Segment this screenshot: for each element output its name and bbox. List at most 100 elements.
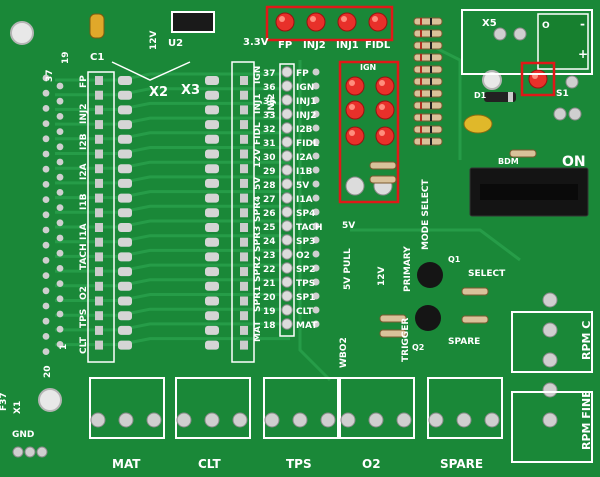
resistor-band [420, 18, 422, 25]
jumper-pin [118, 252, 132, 262]
connector-label: MAT [112, 457, 141, 471]
db37-connector-pads [42, 74, 64, 355]
row-label: FP [296, 69, 309, 79]
header-pad [312, 208, 320, 216]
connector-pad [456, 412, 472, 428]
resistor [461, 287, 489, 296]
resistor [413, 101, 443, 110]
jumper-pin [118, 164, 132, 174]
silk-d1: D1 [474, 91, 487, 100]
jumper-pin [118, 281, 132, 291]
row-label: FIDL [296, 139, 319, 149]
jumper-pin [205, 311, 219, 321]
row-label: TPS [296, 279, 315, 289]
header-pin [281, 108, 293, 120]
silk-fp-top: FP [278, 40, 292, 51]
row-label: SP1 [296, 293, 315, 303]
silk-i2a-lv: I2A [79, 163, 89, 180]
silk-spr1-v: SPR1 [253, 286, 263, 312]
silk-5v-v: 5V [253, 177, 263, 190]
jumper-pin [205, 340, 219, 350]
jumper-pin [118, 149, 132, 159]
row-label: I2B [296, 125, 313, 135]
db37-pad [56, 143, 64, 151]
jumper-pin [118, 105, 132, 115]
jumper-pin [118, 134, 132, 144]
resistor [413, 53, 443, 62]
led-highlight [341, 16, 347, 22]
resistor [413, 77, 443, 86]
connector-pad [232, 412, 248, 428]
connector-label: O2 [362, 457, 381, 471]
transistor-q1 [417, 262, 443, 288]
silk-mode-select: MODE SELECT [421, 179, 431, 250]
jumper-pin [118, 223, 132, 232]
pad [542, 382, 558, 398]
header-pin [281, 66, 293, 78]
silk-select: SELECT [468, 269, 506, 279]
header-pad [312, 250, 320, 258]
jumper-pin [118, 208, 132, 218]
led-highlight [379, 104, 385, 110]
jumper-pad [95, 325, 103, 335]
jumper-pad [240, 340, 248, 350]
x2-x3-silk [111, 61, 191, 81]
silk-primary: PRIMARY [403, 246, 413, 292]
resistor [413, 17, 443, 26]
resistor-band [420, 54, 422, 61]
jumper-pad [240, 178, 248, 188]
jumper-pad [240, 149, 248, 159]
header-pin [281, 94, 293, 106]
silk-inj1-v: INJ1 [253, 94, 263, 115]
led-red [375, 126, 395, 146]
resistor-band [420, 102, 422, 109]
silk-37: 37 [45, 69, 55, 82]
connector-label: CLT [198, 457, 221, 471]
resistor-band [420, 90, 422, 97]
db37-pad [56, 113, 64, 120]
connector-label: TPS [286, 457, 312, 471]
resistor [369, 161, 397, 170]
jumper-pin [205, 237, 219, 247]
header-outline [279, 63, 295, 337]
header-pin [281, 276, 293, 288]
db37-pad [42, 348, 50, 355]
row-number: 20 [263, 293, 276, 303]
resistor [413, 65, 443, 74]
row-label: I2A [296, 153, 313, 163]
ic-socket-slot [480, 184, 578, 200]
row-number: 36 [263, 83, 276, 93]
mounting-hole [482, 70, 502, 90]
silk-rpm-fine: RPM FINE [580, 390, 593, 450]
silk-spr4-v: SPR4 [253, 196, 263, 222]
silk-5v-mid: 5V [342, 221, 355, 231]
diode-d1-band [508, 92, 513, 102]
connector-pad [368, 412, 384, 428]
db37-pad [42, 257, 50, 264]
db37-pad [56, 341, 64, 348]
jumper-pin [205, 105, 219, 115]
jumper-pin [205, 223, 219, 232]
header-pin [281, 192, 293, 204]
pad [542, 352, 558, 368]
jumper-pin [118, 90, 132, 100]
silk-c1: C1 [90, 52, 104, 63]
db37-pad [42, 272, 50, 279]
db37-pad [42, 226, 50, 234]
silk-clt-lv: CLT [79, 336, 89, 354]
row-number: 29 [263, 167, 276, 177]
row-number: 27 [263, 195, 276, 205]
jumper-pad [240, 134, 248, 144]
resistor-band [430, 30, 432, 37]
silk-on: ON [562, 154, 586, 170]
silk-rpm-c: RPM C [580, 321, 593, 360]
connector-outline [427, 377, 503, 439]
db37-pad [56, 295, 64, 303]
db37-pad [42, 89, 50, 97]
jumper-pin [205, 134, 219, 144]
jumper-pad [95, 90, 103, 100]
header-pad [312, 222, 320, 230]
header-pad [312, 306, 320, 314]
